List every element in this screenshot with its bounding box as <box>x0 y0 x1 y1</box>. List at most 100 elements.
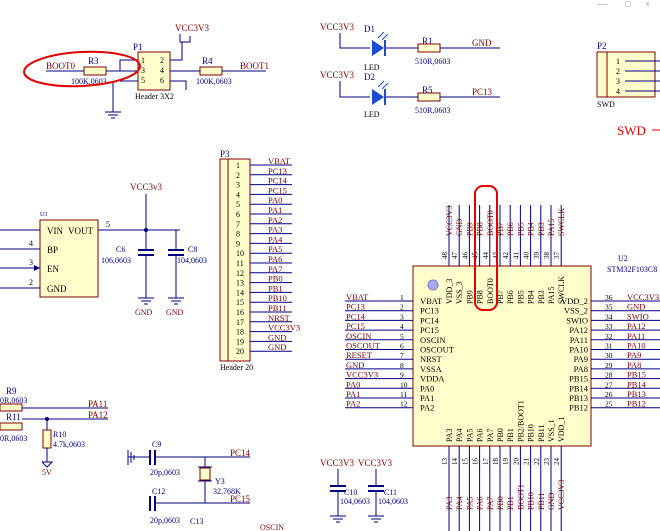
mcu-left-pin-number: 12 <box>400 400 408 409</box>
mcu-top-pin-number: 47 <box>451 252 459 260</box>
pc13-net-label: PC13 <box>472 87 493 97</box>
p3-pin-number: 4 <box>236 190 240 199</box>
u2-part-number: STM32F103C8 <box>607 265 657 274</box>
p3-pin-number: 16 <box>236 308 244 317</box>
pa11-label: PA11 <box>88 399 107 409</box>
wire <box>106 59 138 72</box>
mcu-top-pin-number: 39 <box>533 252 541 260</box>
mcu-top-pin-name: VDD_3 <box>445 279 454 304</box>
red-annotation-box-boot0 <box>474 185 498 311</box>
mcu-left-pin-number: 4 <box>400 322 404 331</box>
mcu-top-net-label: VCC3V3 <box>445 206 454 236</box>
p2-header-body <box>596 51 656 98</box>
c9-value: 20p,0603 <box>150 468 180 477</box>
mcu-left-pin-number: 11 <box>400 390 407 399</box>
r4-resistor <box>199 66 223 76</box>
mcu-top-net-label: PB6 <box>506 222 515 236</box>
y3-designator: Y3 <box>215 477 225 486</box>
p3-pin-number: 5 <box>236 200 240 209</box>
mcu-top-pin-name: PA15 <box>547 287 556 305</box>
mcu-top-net-label: BOOT0 <box>486 210 495 236</box>
p2-pin-1: 1 <box>616 57 620 66</box>
mcu-top-pin-name: BOOT0 <box>486 278 495 304</box>
c9-designator: C9 <box>152 440 161 449</box>
mcu-bottom-pin-name: VSS_1 <box>547 419 556 442</box>
p1-pin-6: 6 <box>160 76 164 85</box>
wire <box>179 34 191 43</box>
p2-part-name: SWD <box>597 100 615 109</box>
mcu-top-net-label: PB7 <box>496 222 505 236</box>
r9-resistor <box>0 403 23 412</box>
gnd-label: GND <box>166 308 184 317</box>
mcu-left-pin-name: VDDA <box>420 374 445 384</box>
mcu-top-pin-name: PB5 <box>516 290 525 304</box>
c11-designator: C11 <box>384 488 397 497</box>
mcu-bottom-pin-name: PA3 <box>445 429 454 443</box>
mcu-right-pin-name: VDD_2 <box>561 296 588 306</box>
mcu-right-net-label: PA10 <box>627 341 646 351</box>
mcu-top-pin-number: 46 <box>461 252 469 260</box>
mcu-bottom-pin-number: 23 <box>543 458 551 466</box>
r3-designator: R3 <box>88 56 99 66</box>
mcu-left-net-label: PA2 <box>346 399 360 409</box>
p1-pin-1: 1 <box>141 56 145 65</box>
swd-header-group: P2 1 2 3 4 SWD SWD <box>596 41 660 138</box>
u3-vout: VOUT <box>68 226 93 236</box>
p1-header-body <box>137 51 171 91</box>
mcu-bottom-pin-number: 18 <box>492 458 500 466</box>
p2-pin-4: 4 <box>616 87 620 96</box>
c11-vcc: VCC3V3 <box>358 458 393 468</box>
p3-pin-number: 1 <box>236 161 240 170</box>
r5-resistor <box>417 92 441 102</box>
mcu-right-pin-name: PB12 <box>569 403 588 413</box>
mcu-right-pin-name: SWIO <box>566 315 588 325</box>
mcu-bottom-pins: PA313PA3PA414PA4PA515PA5PA616PA6PA717PA7… <box>441 400 566 531</box>
mcu-left-pin-name: NRST <box>420 354 443 364</box>
wire <box>170 42 183 61</box>
mcu-right-pin-number: 32 <box>605 332 613 341</box>
mcu-top-pin-number: 48 <box>441 252 449 260</box>
led-group: VCC3V3 D1 LED R1 510R,0603 GND VCC3V3 D2… <box>320 22 500 119</box>
mcu-bottom-net-label: BOOT1 <box>516 484 525 510</box>
r5-designator: R5 <box>422 85 433 95</box>
boot-header-group: BOOT0 R3 100K,0603 P1 1 2 3 4 5 6 Header… <box>23 23 269 119</box>
mcu-right-net-label: GND <box>627 302 645 312</box>
mcu-top-net-label: PB9 <box>465 222 474 236</box>
p3-pin-number: 9 <box>236 239 240 248</box>
mcu-right-pin-name: PA12 <box>569 325 588 335</box>
mcu-right-pin-number: 29 <box>605 361 613 370</box>
mcu-top-net-label: PB3 <box>537 222 546 236</box>
c8-value: 104,0603 <box>177 256 207 265</box>
mcu-top-net-label: PB8 <box>476 222 485 236</box>
p3-pin-number: 2 <box>236 171 240 180</box>
mcu-bottom-net-label: PB10 <box>527 492 536 510</box>
r11-designator: R11 <box>6 412 21 422</box>
c8-designator: C8 <box>188 245 197 254</box>
p3-net-label: PA7 <box>268 264 282 274</box>
c10-designator: C10 <box>344 488 357 497</box>
mcu-right-pin-name: PA10 <box>569 345 588 355</box>
mcu-left-net-label: OSCIN <box>346 331 372 341</box>
window-glyph: — <box>597 0 608 9</box>
r4-designator: R4 <box>202 56 213 66</box>
mcu-top-pin-number: 42 <box>502 252 510 260</box>
mcu-left-pin-name: PA1 <box>420 393 434 403</box>
c6-value: 106,0603 <box>101 256 131 265</box>
mcu-top-pin-name: PB4 <box>527 290 536 304</box>
mcu-top-net-label: PB5 <box>516 222 525 236</box>
p3-pin-number: 18 <box>236 328 244 337</box>
mcu-top-net-label: GND <box>455 218 464 236</box>
mcu-bottom-pin-name: PA4 <box>455 429 464 443</box>
u3-gnd: GND <box>47 284 67 294</box>
mcu-bottom-net-label: PB11 <box>537 493 546 511</box>
mcu-left-net-label: PC15 <box>346 321 365 331</box>
mcu-right-pin-number: 31 <box>605 342 613 351</box>
mcu-bottom-net-label: PA4 <box>455 497 464 511</box>
mcu-right-net-label: PB14 <box>627 379 647 389</box>
mcu-left-net-label: VCC3V3 <box>346 370 378 380</box>
p3-net-label: VCC3V3 <box>268 323 300 333</box>
wire <box>339 81 370 98</box>
mcu-bottom-net-label: GND <box>547 492 556 510</box>
